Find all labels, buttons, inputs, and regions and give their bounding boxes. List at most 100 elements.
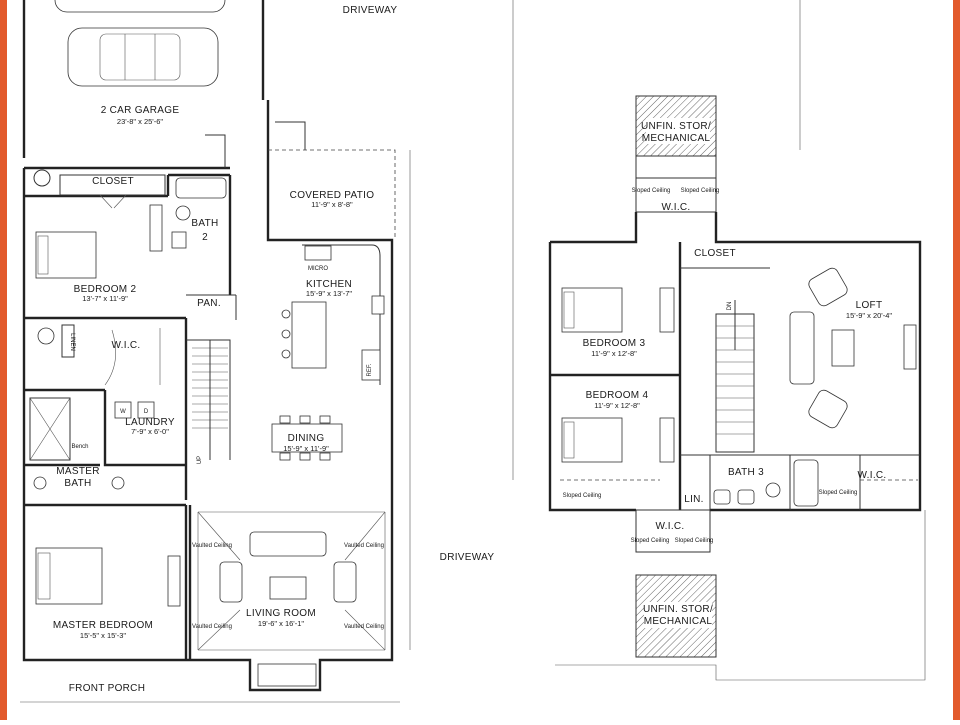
unfin-bottom-label-1: UNFIN. STOR/ [643, 604, 713, 615]
upper-interior-walls [680, 267, 920, 510]
stair-walls [186, 294, 237, 460]
living-room-dims: 19'-6" x 16'-1" [258, 619, 304, 628]
laundry-label: LAUNDRY [125, 417, 175, 428]
bedroom3-label: BEDROOM 3 [583, 338, 646, 349]
left-frame-edge [0, 0, 7, 720]
wic-bottom-box [635, 509, 711, 553]
sink-icon-bath3-left [713, 489, 731, 505]
patio-outline [268, 149, 396, 240]
toilet-icon-bath3 [765, 482, 781, 498]
master-bedroom-label: MASTER BEDROOM [53, 620, 153, 631]
bath2-label: BATH [191, 218, 218, 229]
chair-icon-right [333, 561, 357, 603]
bench-label: Bench [71, 444, 88, 450]
dn-label: DN [727, 302, 733, 311]
garage-dims: 23'-8" x 25'-6" [117, 117, 163, 126]
tub-icon-bath3 [793, 459, 819, 507]
loft-label: LOFT [856, 300, 883, 311]
toilet-icon [175, 205, 191, 221]
master-bedroom-dims: 15'-5" x 15'-3" [80, 631, 126, 640]
sofa-icon [249, 531, 327, 557]
upper-floor-plan [512, 0, 926, 681]
up-label: UP [197, 456, 203, 464]
laundry-dims: 7'-9" x 6'-0" [131, 427, 169, 436]
loft-dims: 15'-9" x 20'-4" [846, 311, 892, 320]
dryer-label: D [144, 409, 149, 415]
master-bath-label-1: MASTER [56, 466, 99, 477]
vault-lines [197, 511, 386, 651]
upper-roofline [555, 510, 926, 681]
dresser-icon [149, 204, 163, 252]
unfin-bottom-label-2: MECHANICAL [644, 616, 713, 627]
stool-icon [281, 349, 291, 359]
bedroom2-label: BEDROOM 2 [74, 284, 137, 295]
upper-property-lines [512, 0, 801, 480]
lin-label: LIN. [684, 494, 704, 505]
sink-icon-kitchen [371, 295, 385, 315]
sloped-ceiling-note-bottom-right: Sloped Ceiling [675, 538, 714, 544]
garage-label: 2 CAR GARAGE [101, 105, 180, 116]
micro-label: MICRO [308, 266, 328, 272]
vaulted-ceiling-note-3: Vaulted Ceiling [192, 624, 232, 630]
sloped-ceiling-note-bed4: Sloped Ceiling [563, 493, 602, 499]
vault-outline [197, 511, 386, 651]
bath2-number: 2 [202, 232, 208, 243]
unfin-top-label-2: MECHANICAL [642, 133, 711, 144]
bed-icon-bedroom3 [561, 287, 623, 333]
patio-steps [205, 121, 306, 168]
car-icon [67, 27, 219, 87]
sink-icon-left [33, 476, 47, 490]
kitchen-counter [302, 244, 381, 385]
shower-icon [29, 397, 71, 461]
unfin-top-label-bg [646, 118, 710, 144]
wic-door-swing [104, 329, 117, 386]
stool-icon [281, 309, 291, 319]
ref-label: REF. [367, 363, 373, 376]
closet-doors [99, 194, 127, 209]
front-porch-label: FRONT PORCH [69, 683, 145, 694]
loft-chair-bottom-icon [808, 389, 848, 429]
sloped-ceiling-note-top-left: Sloped Ceiling [632, 188, 671, 194]
bed-icon [35, 231, 97, 279]
dining-dims: 15'-9" x 11'-9" [283, 444, 329, 453]
kitchen-dims: 15'-9" x 13'-7" [306, 289, 352, 298]
sink-icon-bath3-right [737, 489, 755, 505]
dining-label: DINING [288, 433, 325, 444]
kitchen-island [291, 301, 327, 369]
upper-closet-label: CLOSET [694, 248, 736, 259]
bedroom2-dims: 13'-7" x 11'-9" [82, 294, 128, 303]
closet-box [59, 174, 166, 196]
washer-icon [114, 401, 132, 419]
garage-walls [22, 0, 270, 188]
dining-table-icon [271, 415, 343, 461]
fridge-icon [361, 349, 381, 381]
upper-driveway-label: DRIVEWAY [440, 552, 495, 563]
wic-label: W.I.C. [111, 340, 140, 351]
wic-top-connector [635, 156, 717, 178]
sink-icon [171, 231, 187, 249]
dresser-icon-bedroom3 [659, 287, 675, 333]
wic-bottom-label: W.I.C. [655, 521, 684, 532]
driveway-label: DRIVEWAY [343, 5, 398, 16]
dresser-icon-bedroom4 [659, 417, 675, 463]
wic-top-box [635, 177, 717, 213]
car-icon-top [54, 0, 226, 13]
bedroom4-label: BEDROOM 4 [586, 390, 649, 401]
linen-shelf [61, 324, 75, 358]
main-floor-plan [20, 0, 411, 703]
main-stairs [192, 340, 228, 460]
coffee-table-icon [269, 576, 307, 600]
shower-cross [29, 397, 71, 461]
bed-icon-bedroom4 [561, 417, 623, 463]
bedroom3-dims: 11'-9" x 12'-8" [591, 349, 637, 358]
loft-sofa-icon [789, 311, 815, 385]
loft-table-icon [831, 329, 855, 367]
vaulted-ceiling-note-2: Vaulted Ceiling [344, 543, 384, 549]
upper-walls [548, 212, 922, 512]
bedroom4-dims: 11'-9" x 12'-8" [594, 401, 640, 410]
tub-icon [175, 177, 227, 199]
washer-label: W [120, 409, 126, 415]
right-frame-edge [953, 0, 960, 720]
